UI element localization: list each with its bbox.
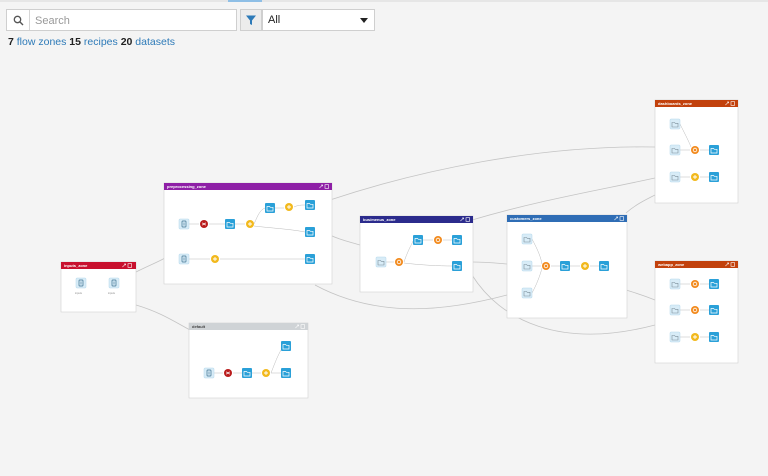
zone-title-default: default — [192, 324, 206, 329]
recipes-count: 15 — [69, 36, 81, 48]
zone-default[interactable]: default — [188, 322, 309, 399]
datasets-count: 20 — [120, 36, 133, 48]
active-tab-indicator — [228, 0, 262, 2]
recipes-label[interactable]: recipes — [83, 36, 118, 48]
top-progress-line — [0, 0, 768, 2]
zone-title-dashboards: dashboards_zone — [658, 101, 693, 106]
svg-text:inputs: inputs — [75, 291, 83, 295]
zone-customers[interactable]: customers_zone — [506, 214, 628, 319]
svg-text:inputs: inputs — [108, 291, 116, 295]
flow-stats: 7 flow zones 15 recipes 20 datasets — [8, 36, 175, 48]
filter-icon — [246, 15, 256, 25]
zone-connections — [135, 146, 656, 335]
filter-button[interactable] — [240, 9, 262, 31]
search-input[interactable] — [33, 11, 237, 31]
zone-preprocessing[interactable]: preprocessing_zone — [163, 182, 333, 285]
zone-title-webapp: webapp_zone — [657, 262, 685, 267]
zone-title-preprocessing: preprocessing_zone — [167, 184, 207, 189]
filter-select[interactable]: All — [262, 9, 375, 31]
datasets-label[interactable]: datasets — [135, 36, 175, 48]
zone-inputs[interactable]: inputs_zone inputs inputs — [60, 261, 137, 313]
filter-select-value: All — [268, 14, 281, 26]
zone-title-bus-menus: bus/menus_zone — [363, 217, 396, 222]
zone-dashboards[interactable]: dashboards_zone — [654, 99, 739, 204]
zone-bus-menus[interactable]: bus/menus_zone — [359, 215, 474, 293]
zones-label[interactable]: flow zones — [16, 36, 67, 48]
zone-title-inputs: inputs_zone — [64, 263, 88, 268]
zones-count: 7 — [8, 36, 14, 48]
chevron-down-icon — [360, 18, 368, 23]
search-box[interactable] — [6, 9, 237, 31]
zone-title-customers: customers_zone — [510, 216, 542, 221]
zone-webapp[interactable]: webapp_zone — [654, 260, 739, 364]
search-icon — [7, 10, 30, 30]
